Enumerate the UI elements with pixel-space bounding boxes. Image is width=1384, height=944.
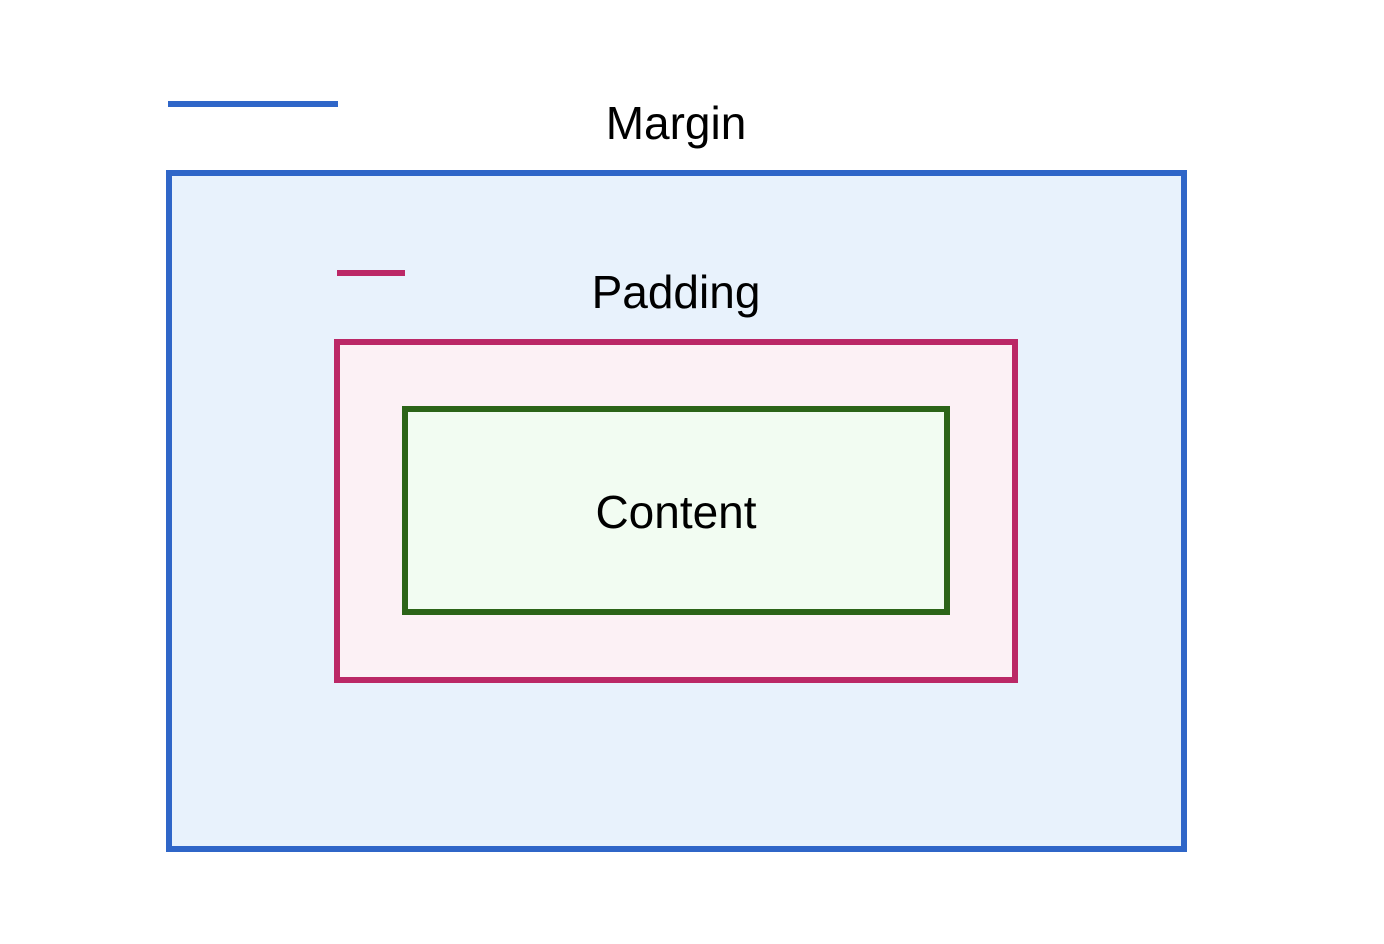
- margin-legend-line: [168, 101, 338, 107]
- content-label: Content: [595, 486, 757, 538]
- margin-label: Margin: [605, 97, 747, 149]
- content-box: [402, 406, 950, 615]
- padding-legend-line: [337, 270, 405, 276]
- padding-label: Padding: [591, 266, 761, 318]
